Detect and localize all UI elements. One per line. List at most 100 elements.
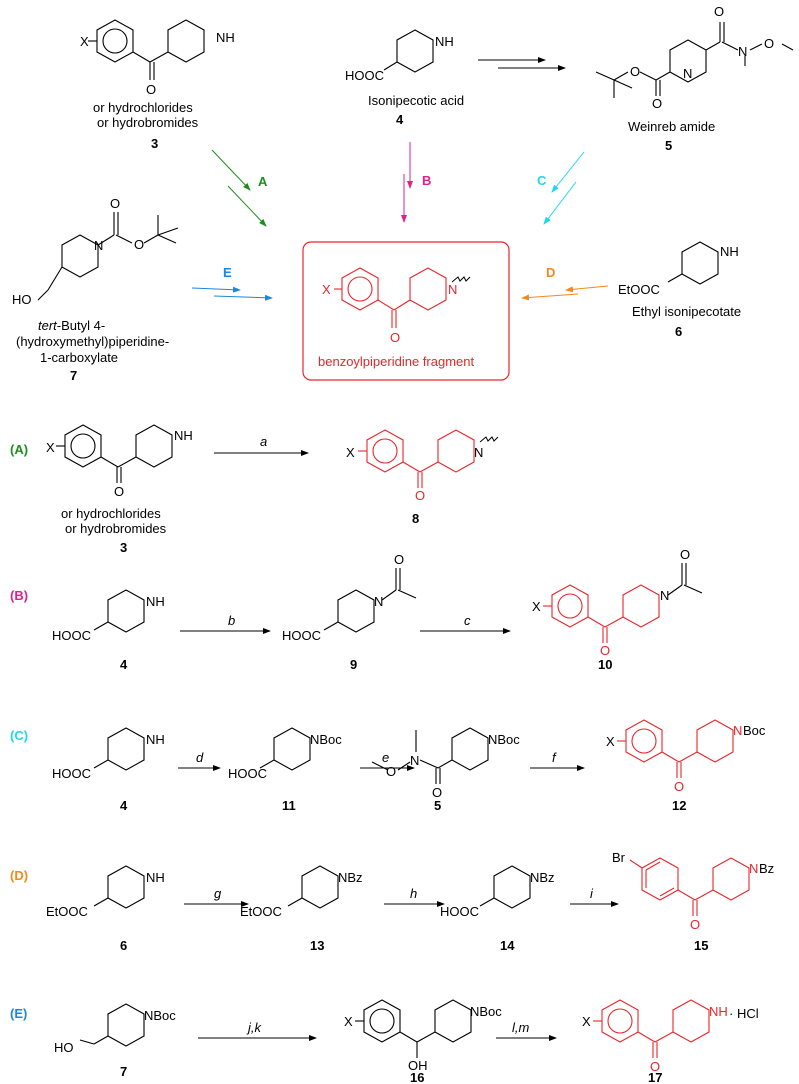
route-e-product-17: X O NH · HCl — [582, 999, 759, 1074]
route-a-tag: (A) — [10, 442, 28, 457]
boc-text: Boc — [743, 723, 766, 738]
route-b-number-9: 9 — [350, 657, 357, 672]
etooc-group: EtOOC — [240, 904, 282, 919]
n-atom: N — [738, 44, 747, 59]
route-b-label: B — [422, 173, 431, 188]
o-atom: O — [714, 4, 724, 19]
route-a-reagent-a: a — [260, 434, 267, 449]
nh-atom: NH — [146, 870, 165, 885]
route-c-arrows — [543, 151, 585, 225]
o-atom: O — [600, 643, 610, 658]
compound-3-salt-line2: or hydrobromides — [97, 115, 199, 130]
nh-atom: NH — [720, 244, 739, 259]
o-atom: O — [674, 779, 684, 794]
nh-atom: NH — [146, 732, 165, 747]
compound-7-number: 7 — [70, 368, 77, 383]
route-b-number-4: 4 — [120, 657, 128, 672]
route-e-number-7: 7 — [120, 1064, 127, 1079]
nboc-group: NBoc — [144, 1008, 176, 1023]
butyl-text: -Butyl 4- — [57, 318, 105, 333]
route-d-number-15: 15 — [694, 938, 708, 953]
route-d-reagent-g: g — [214, 886, 222, 901]
tert-italic: tert — [38, 318, 58, 333]
route-d-number-13: 13 — [310, 938, 324, 953]
x-atom: X — [606, 734, 615, 749]
nh-atom: NH — [216, 30, 235, 45]
route-e-reagent-lm: l,m — [512, 1020, 530, 1035]
route-c-compound-4: NH HOOC — [52, 727, 165, 781]
route-c-compound-5: NBoc N O O — [371, 727, 520, 800]
o-atom: O — [680, 547, 690, 562]
x-atom: X — [532, 599, 541, 614]
nbz-group: NBz — [338, 870, 363, 885]
route-e-reagent-jk: j,k — [246, 1020, 263, 1035]
route-a-label: A — [258, 174, 268, 189]
compound-4-number: 4 — [396, 112, 404, 127]
route-c-tag: (C) — [10, 728, 28, 743]
etooc-group: EtOOC — [46, 904, 88, 919]
hooc-group: HOOC — [228, 766, 267, 781]
route-c-product-12: X O N Boc — [606, 719, 766, 794]
x-atom: X — [46, 440, 55, 455]
compound-7-name-line1: tert-Butyl 4- — [38, 318, 105, 333]
route-c-label: C — [537, 173, 547, 188]
route-a-product-8: X O N — [346, 429, 499, 503]
nbz-group: NBz — [530, 870, 555, 885]
route-d-number-14: 14 — [500, 938, 515, 953]
route-c-number-5: 5 — [434, 798, 441, 813]
nboc-group: NBoc — [310, 732, 342, 747]
compound-3-structure: X O NH — [80, 19, 235, 97]
compound-6-number: 6 — [675, 324, 682, 339]
route-c-number-11: 11 — [282, 798, 296, 813]
hcl-salt: · HCl — [729, 1006, 759, 1021]
compound-5-name: Weinreb amide — [628, 119, 715, 134]
hooc-group: HOOC — [52, 628, 91, 643]
x-atom: X — [344, 1014, 353, 1029]
route-d-compound-13: NBz EtOOC — [240, 865, 363, 919]
route-c-reagent-f: f — [552, 750, 557, 765]
route-e-compound-7: NBoc HO — [54, 1003, 176, 1055]
x-atom: X — [582, 1014, 591, 1029]
route-b-reagent-b: b — [228, 613, 235, 628]
route-a-number-8: 8 — [412, 511, 419, 526]
n-atom: N — [94, 238, 103, 253]
route-b-arrows — [401, 142, 413, 223]
etooc-group: EtOOC — [618, 282, 660, 297]
route-d-number-6: 6 — [120, 938, 127, 953]
o-atom: O — [432, 785, 442, 800]
hooc-group: HOOC — [52, 766, 91, 781]
route-d-compound-14: NBz HOOC — [440, 865, 555, 919]
ho-group: HO — [54, 1040, 74, 1055]
route-d-tag: (D) — [10, 868, 28, 883]
nh-atom: NH — [435, 34, 454, 49]
n-atom: N — [683, 66, 692, 81]
route-e-compound-16: X OH NBoc — [344, 999, 502, 1073]
hooc-group: HOOC — [282, 628, 321, 643]
hooc-group: HOOC — [440, 904, 479, 919]
route-c-number-4: 4 — [120, 798, 128, 813]
route-a-salt-line2: or hydrobromides — [65, 521, 167, 536]
route-e-tag: (E) — [10, 1006, 27, 1021]
route-b-product-10: X O N O — [532, 547, 703, 658]
o-atom: O — [146, 82, 156, 97]
route-b-reagent-c: c — [464, 613, 471, 628]
n-atom: N — [660, 588, 669, 603]
n-atom: N — [374, 594, 383, 609]
route-a-salt-line1: or hydrochlorides — [61, 506, 161, 521]
route-b-compound-4: NH HOOC — [52, 589, 165, 643]
nh-atom: NH — [174, 428, 193, 443]
route-d-arrows — [521, 285, 609, 301]
o-atom: O — [386, 764, 396, 779]
o-atom: O — [390, 330, 400, 345]
o-atom: O — [690, 917, 700, 932]
route-e-label: E — [223, 265, 232, 280]
br-atom: Br — [612, 850, 626, 865]
route-b-number-10: 10 — [598, 657, 612, 672]
compound-4-structure: NH HOOC — [345, 29, 454, 83]
o-atom: O — [415, 488, 425, 503]
compound-7-name-line2: (hydroxymethyl)piperidine- — [16, 334, 169, 349]
o-atom: O — [630, 64, 640, 79]
compound-3-salt-line1: or hydrochlorides — [93, 100, 193, 115]
o-atom: O — [650, 1059, 660, 1074]
x-atom: X — [80, 34, 89, 49]
